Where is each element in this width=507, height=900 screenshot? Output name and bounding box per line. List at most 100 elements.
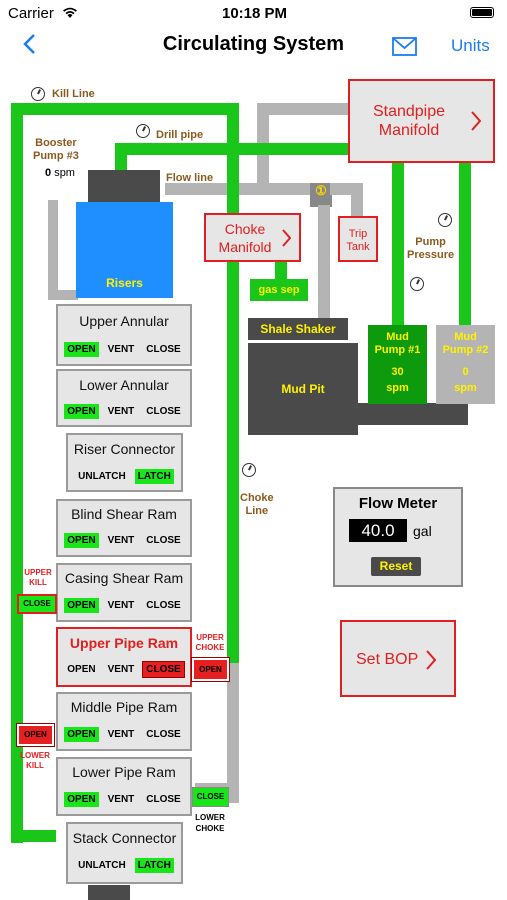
- bop-title: Blind Shear Ram: [71, 506, 177, 522]
- close-button[interactable]: CLOSE: [142, 661, 185, 678]
- choke-manifold-line1: Choke: [224, 221, 266, 237]
- booster-value: 0 spm: [45, 167, 75, 179]
- lower-choke-close-button[interactable]: CLOSE: [192, 787, 229, 807]
- open-button[interactable]: OPEN: [64, 533, 99, 548]
- trip-tank-line2: Tank: [346, 241, 370, 253]
- bop-lower-pipe-ram: Lower Pipe Ram OPEN VENT CLOSE: [56, 757, 192, 816]
- mail-icon[interactable]: [392, 37, 417, 61]
- upper-choke-label: UPPER CHOKE: [188, 633, 232, 653]
- unlatch-button[interactable]: UNLATCH: [78, 471, 126, 482]
- booster-pump-label: Booster Pump #3: [33, 137, 79, 163]
- vent-button[interactable]: VENT: [107, 344, 135, 355]
- pump2-line1: Mud: [454, 331, 477, 343]
- upper-kill-line2: KILL: [29, 578, 47, 587]
- bop-blind-shear-ram: Blind Shear Ram OPEN VENT CLOSE: [56, 499, 192, 557]
- bop-title: Riser Connector: [73, 441, 176, 457]
- reset-button[interactable]: Reset: [371, 557, 421, 576]
- back-icon[interactable]: [22, 33, 36, 60]
- trip-tank-line1: Trip: [348, 228, 368, 240]
- pump-pressure-gauge-icon: [438, 213, 452, 227]
- mud-pit-block: Mud Pit: [248, 343, 358, 435]
- chevron-right-icon: [471, 111, 481, 131]
- lower-kill-line1: LOWER: [20, 751, 50, 760]
- unlatch-button[interactable]: UNLATCH: [78, 860, 126, 871]
- latch-button[interactable]: LATCH: [134, 858, 174, 873]
- kill-line-gauge-icon: [31, 87, 45, 101]
- upper-kill-close-button[interactable]: CLOSE: [17, 594, 57, 614]
- vent-button[interactable]: VENT: [107, 729, 135, 740]
- vent-button[interactable]: VENT: [107, 406, 135, 417]
- standpipe-manifold-button[interactable]: Standpipe Manifold: [348, 79, 495, 163]
- open-button[interactable]: OPEN: [64, 727, 99, 742]
- trip-tank-button[interactable]: Trip Tank: [338, 216, 378, 262]
- pump1-value: 30: [391, 366, 404, 378]
- pump2-value: 0: [462, 366, 469, 378]
- lower-choke-label: LOWER CHOKE: [188, 812, 232, 834]
- bop-upper-annular: Upper Annular OPEN VENT CLOSE: [56, 304, 192, 366]
- vent-button[interactable]: VENT: [107, 535, 135, 546]
- shale-shaker-block: Shale Shaker: [248, 318, 348, 340]
- mud-pump-2[interactable]: Mud Pump #2 0 spm: [436, 325, 495, 404]
- drill-pipe-gauge-icon: [136, 124, 150, 138]
- units-button[interactable]: Units: [451, 36, 490, 55]
- bop-title: Upper Annular: [79, 313, 169, 329]
- lower-choke-line1: LOWER: [195, 813, 225, 822]
- open-button[interactable]: OPEN: [67, 664, 96, 675]
- carrier-label: Carrier: [8, 5, 54, 22]
- mud-pump-1[interactable]: Mud Pump #1 30 spm: [368, 325, 427, 404]
- choke-line-label: Choke Line: [240, 492, 274, 518]
- close-button[interactable]: CLOSE: [146, 344, 181, 355]
- flow-meter-title: Flow Meter: [358, 495, 438, 512]
- close-button[interactable]: CLOSE: [146, 729, 181, 740]
- close-button[interactable]: CLOSE: [146, 406, 181, 417]
- vent-button[interactable]: VENT: [107, 600, 135, 611]
- upper-choke-open-button[interactable]: OPEN: [191, 657, 230, 682]
- bop-title: Casing Shear Ram: [64, 570, 184, 586]
- bop-lower-annular: Lower Annular OPEN VENT CLOSE: [56, 369, 192, 427]
- drill-pipe-label: Drill pipe: [156, 129, 204, 141]
- close-button[interactable]: CLOSE: [146, 794, 181, 805]
- booster-spm-value: 0: [45, 167, 52, 179]
- standpipe-line1: Standpipe: [372, 103, 446, 120]
- upper-kill-label: UPPER KILL: [16, 568, 60, 588]
- latch-button[interactable]: LATCH: [134, 469, 174, 484]
- pump1-line2: Pump #1: [374, 344, 421, 356]
- close-button[interactable]: CLOSE: [146, 535, 181, 546]
- kill-line-label: Kill Line: [52, 88, 95, 100]
- pump-pressure-label: Pump Pressure: [407, 236, 454, 262]
- choke-manifold-line2: Manifold: [218, 239, 272, 255]
- lower-kill-label: LOWER KILL: [13, 751, 57, 771]
- open-button[interactable]: OPEN: [64, 404, 99, 419]
- bop-casing-shear-ram: Casing Shear Ram OPEN VENT CLOSE: [56, 563, 192, 622]
- open-button[interactable]: OPEN: [64, 792, 99, 807]
- booster-spm-unit: spm: [54, 167, 75, 179]
- vent-button[interactable]: VENT: [107, 794, 135, 805]
- pump1-unit: spm: [386, 382, 409, 394]
- page-title: Circulating System: [162, 33, 345, 55]
- set-bop-button[interactable]: Set BOP: [340, 620, 456, 697]
- lower-kill-open-button[interactable]: OPEN: [16, 723, 55, 747]
- flow-meter-panel: Flow Meter 40.0 gal Reset: [333, 487, 463, 587]
- upper-choke-line2: CHOKE: [195, 643, 225, 652]
- standpipe-line2: Manifold: [378, 122, 440, 139]
- vent-button[interactable]: VENT: [107, 664, 135, 675]
- lower-choke-line2: CHOKE: [195, 824, 225, 833]
- wifi-icon: [62, 6, 78, 24]
- close-button[interactable]: CLOSE: [146, 600, 181, 611]
- risers-label: Risers: [106, 276, 143, 290]
- chevron-right-icon: [282, 229, 291, 247]
- pump-pressure-line1: Pump: [415, 236, 446, 248]
- set-bop-label: Set BOP: [356, 651, 419, 668]
- gas-sep-block: gas sep: [250, 279, 308, 301]
- upper-kill-line1: UPPER: [24, 568, 52, 577]
- pump1-line1: Mud: [386, 331, 409, 343]
- bop-title: Upper Pipe Ram: [69, 635, 179, 651]
- choke-manifold-button[interactable]: Choke Manifold: [204, 213, 301, 262]
- bop-title: Lower Annular: [79, 377, 169, 393]
- open-button[interactable]: OPEN: [64, 598, 99, 613]
- pump2-unit: spm: [454, 382, 477, 394]
- valve-1-icon[interactable]: ①: [315, 183, 327, 198]
- pump1-gauge-icon: [410, 277, 424, 291]
- open-button[interactable]: OPEN: [64, 342, 99, 357]
